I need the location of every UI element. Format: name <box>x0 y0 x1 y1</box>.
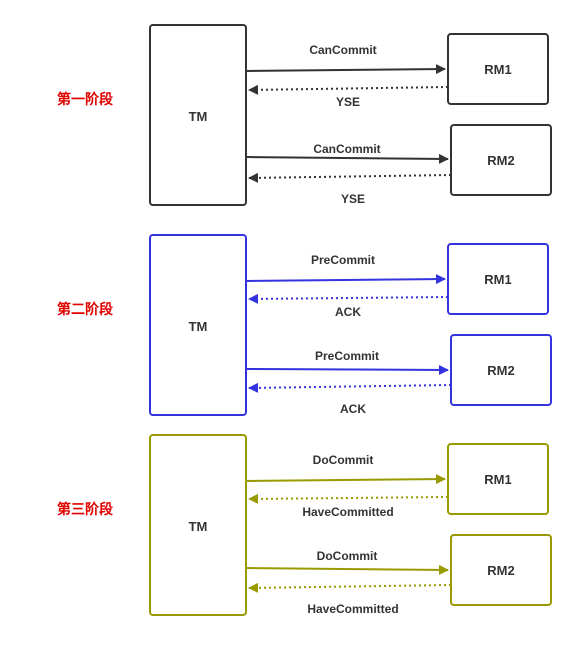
request-label-rm2: CanCommit <box>313 142 380 156</box>
reply-label-rm1: ACK <box>335 305 361 319</box>
rm2-label: RM2 <box>487 153 514 168</box>
rm2-box <box>450 124 552 196</box>
request-label-rm2: DoCommit <box>317 549 378 563</box>
tm-label: TM <box>189 319 208 334</box>
stage-label: 第三阶段 <box>57 501 113 518</box>
tm-box <box>149 434 247 616</box>
rm1-box <box>447 443 549 515</box>
stage-label: 第一阶段 <box>57 91 113 108</box>
phase-1: 第一阶段 TM RM1 RM2 CanCommit YSE CanCommit … <box>57 24 552 206</box>
tm-box <box>149 234 247 416</box>
request-label-rm1: CanCommit <box>309 43 376 57</box>
reply-arrow-rm1 <box>248 493 449 504</box>
rm2-label: RM2 <box>487 563 514 578</box>
request-arrow-rm1 <box>245 274 446 285</box>
request-arrow-rm1 <box>245 64 446 75</box>
rm2-box <box>450 534 552 606</box>
request-arrow-rm1 <box>245 474 446 485</box>
reply-arrow-rm2 <box>248 582 452 593</box>
tm-label: TM <box>189 519 208 534</box>
rm2-box <box>450 334 552 406</box>
rm1-label: RM1 <box>484 62 511 77</box>
tm-box <box>149 24 247 206</box>
reply-label-rm2: HaveCommitted <box>307 602 398 616</box>
stage-label: 第二阶段 <box>57 301 113 318</box>
request-arrow-rm2 <box>245 564 449 575</box>
reply-label-rm2: ACK <box>340 402 366 416</box>
tm-label: TM <box>189 109 208 124</box>
request-label-rm1: PreCommit <box>311 253 375 267</box>
request-label-rm1: DoCommit <box>313 453 374 467</box>
reply-arrow-rm1 <box>248 293 449 304</box>
reply-label-rm1: HaveCommitted <box>302 505 393 519</box>
phase-2: 第二阶段 TM RM1 RM2 PreCommit ACK PreCommit … <box>57 234 552 416</box>
rm1-label: RM1 <box>484 272 511 287</box>
reply-arrow-rm1 <box>248 84 449 95</box>
reply-label-rm2: YSE <box>341 192 365 206</box>
reply-arrow-rm2 <box>248 172 452 183</box>
phase-3: 第三阶段 TM RM1 RM2 DoCommit HaveCommitted D… <box>57 434 552 616</box>
rm2-label: RM2 <box>487 363 514 378</box>
reply-arrow-rm2 <box>248 382 452 393</box>
reply-label-rm1: YSE <box>336 95 360 109</box>
rm1-box <box>447 33 549 105</box>
request-label-rm2: PreCommit <box>315 349 379 363</box>
request-arrow-rm2 <box>245 153 449 164</box>
request-arrow-rm2 <box>245 364 449 375</box>
rm1-label: RM1 <box>484 472 511 487</box>
rm1-box <box>447 243 549 315</box>
